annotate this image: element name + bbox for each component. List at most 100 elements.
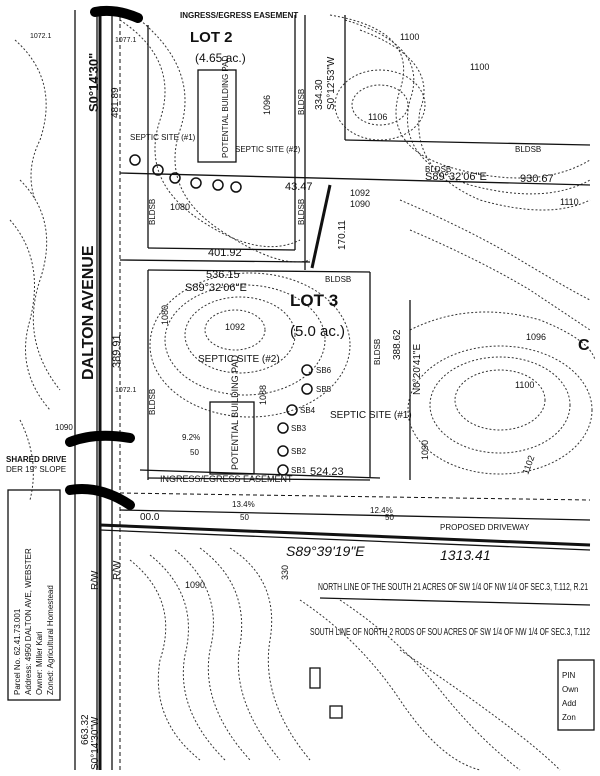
elev-label: 1077.1 [115,37,137,44]
rw-left-label: R/W [90,570,101,590]
soil-boring-markers [129,154,313,476]
elev-label: 1072.1 [30,33,52,40]
lot3-west-dist: 389.91 [111,334,123,368]
elev-label: 1072.1 [115,387,137,394]
soil-label-sb5: SB5 [316,385,332,394]
elev-label: 1090 [350,199,370,209]
lot2-septic1-label: SEPTIC SITE (#1) [130,133,196,142]
rw-right-label: R/W [112,560,123,580]
elev-label: 1100 [515,380,534,390]
north-line-dist: 930.67 [520,173,554,185]
dalton-avenue-road [65,5,143,770]
elev-label: 1090 [185,580,205,590]
lot2-dist-top: 481.89 [110,87,121,118]
elev-label: 1092 [225,322,245,332]
lower-easement-label: INGRESS/EGRESS EASEMENT [160,474,293,484]
top-easement-label: INGRESS/EGRESS EASEMENT [180,11,298,20]
shared-slope-label: DER 19° SLOPE [6,465,66,474]
lot2-bearing-right: S0°12'53"W [326,56,337,110]
setback-label: BLDSB [515,145,541,154]
grade-label-1: 9.2% [182,433,200,442]
lot3-north-bearing: S89°32'06"E [185,282,247,294]
corner-info-line: Zon [562,713,576,722]
soil-label-sb6: SB6 [316,366,332,375]
contour-lines [9,14,596,771]
lot2-area: (4.65 ac.) [195,51,246,65]
lot3-north-dist: 536.15 [206,269,240,281]
road-dist-bottom: 663.32 [80,714,91,745]
parcel-info-line: Owner: Miller Kari [35,631,44,695]
lot3-pad-label: POTENTIAL BUILDING PAD [230,354,240,470]
lot3-south-dist: 524.23 [310,466,344,478]
north-line-note: NORTH LINE OF THE SOUTH 21 ACRES OF SW 1… [318,582,588,593]
parcel-info-line: Parcel No. 62.41.73.001 [13,608,22,695]
grade-label-3: 12.4% [370,506,393,515]
road-bearing-top: S0°14'30" [86,53,101,112]
setback-label: BLDSB [297,199,306,225]
setback-label: BLDSB [373,339,382,365]
elev-label: 1090 [420,440,430,460]
proposed-drive-label: PROPOSED DRIVEWAY [440,523,530,532]
road-name-label: DALTON AVENUE [80,245,97,380]
lot2-septic2-label: SEPTIC SITE (#2) [235,145,301,154]
corner-info-line: Own [562,685,578,694]
elev-label: 1080 [160,305,170,325]
elev-label: 50 [240,513,249,522]
corner-info-box [557,659,595,731]
soil-label-sb4: SB4 [300,406,316,415]
lot2-label: LOT 2 [190,29,233,46]
lot3-area: (5.0 ac.) [290,323,345,340]
elev-label: 1088 [258,385,268,405]
elev-label: 1106 [368,112,387,122]
setback-label: BLDSB [325,275,351,284]
setback-label: BLDSB [425,165,451,174]
soil-label-sb2: SB2 [291,447,307,456]
corner-info-line: Add [562,699,576,708]
lot2-south-dist: 401.92 [208,247,242,259]
lot2-dist-right: 334.30 [314,79,325,110]
elev-label: 1102 [520,454,536,476]
parcel-info-line: Zoned: Agricultural Homestead [46,585,55,695]
elev-label: 330 [280,565,290,580]
south-line-dist: 1313.41 [440,547,491,563]
structure-marker [329,705,343,719]
lot3-building-pad [209,401,255,475]
soil-label-sb3: SB3 [291,424,307,433]
setback-label: BLDSB [148,389,157,415]
lot2-pad-label: POTENTIAL BUILDING PAD [221,56,230,158]
elev-label: 1080 [170,202,190,212]
shared-drive-label: SHARED DRIVE [6,455,67,464]
road-bearing-bottom: S0°14'30"W [90,716,101,770]
setback-label: BLDSB [297,89,306,115]
elev-label: 1100 [400,32,419,42]
soil-label-sb1: SB1 [291,466,307,475]
elev-label: 1100 [470,62,489,72]
lot3-septic1-label: SEPTIC SITE (#1) [330,410,412,421]
lot3-east-bearing: N0°20'41"E [412,344,423,395]
lot3-east-dist: 388.62 [392,329,403,360]
corner-info-line: PIN [562,671,576,680]
grade-label-2: 13.4% [232,500,255,509]
elev-label: 00.0 [140,512,160,523]
elev-label: 1090 [55,423,73,432]
edge-letter: C [578,337,590,354]
elev-label: 50 [190,448,199,457]
north-line-bearing: S89°32'06"E [425,171,487,183]
elev-label: 1096 [262,95,272,115]
lot2-driveway-dist: 170.11 [337,220,348,250]
lot3-septic2-label: SEPTIC SITE (#2) [198,354,280,365]
elev-label: 1110 [560,197,579,207]
lot2-building-pad [197,69,237,163]
parcel-info-line: Address: 4950 DALTON AVE, WEBSTER [24,548,33,695]
elev-label: 1092 [350,188,370,198]
boundary-lines [99,15,591,606]
setback-label: BLDSB [148,199,157,225]
south-line-bearing: S89°39'19"E [286,543,365,559]
elev-label: 50 [385,513,394,522]
parcel-info-box [7,489,61,701]
structure-marker [309,667,321,689]
lot2-east-dist: 43.47 [285,181,313,193]
lot3-label: LOT 3 [290,291,338,310]
elev-label: 1096 [526,332,546,342]
